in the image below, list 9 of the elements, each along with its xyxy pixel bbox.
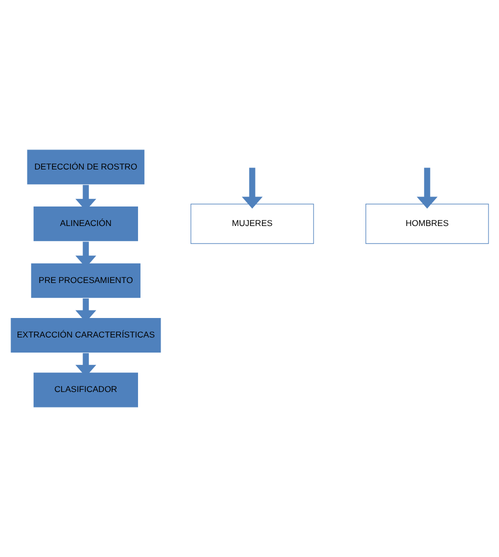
node-box: MUJERES — [190, 204, 314, 244]
arrow — [242, 168, 263, 209]
node-box: PRE PROCESAMIENTO — [30, 262, 142, 299]
node-box: CLASIFICADOR — [32, 372, 139, 408]
node-box: DETECCIÓN DE ROSTRO — [26, 149, 146, 185]
node-box: ALINEACIÓN — [32, 206, 139, 242]
node-box: EXTRACCIÓN CARACTERÍSTICAS — [10, 317, 162, 354]
node-box: HOMBRES — [366, 204, 489, 244]
arrow — [416, 168, 438, 209]
